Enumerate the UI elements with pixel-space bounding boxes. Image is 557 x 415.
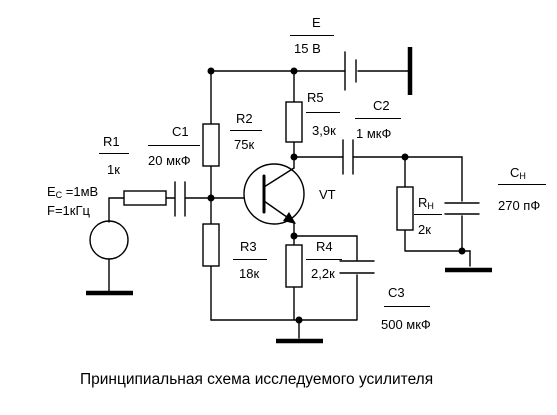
r5-value: 3,9к [312, 123, 336, 138]
r4-value: 2,2к [311, 266, 335, 281]
c2-underline [355, 118, 401, 119]
source-line1: EC =1мВ [47, 184, 99, 200]
r1-value: 1к [107, 162, 120, 177]
c2-name: C2 [373, 98, 390, 113]
r5-underline [306, 112, 340, 113]
cn-underline [498, 184, 546, 185]
junction-base [207, 194, 215, 202]
emitter-wire [210, 221, 358, 339]
input-wire [108, 197, 245, 223]
vt-label: VT [319, 187, 336, 202]
diagram-caption: Принципиальная схема исследуемого усилит… [80, 371, 434, 388]
junction-bottom [295, 316, 303, 324]
resistor-R2 [202, 123, 220, 167]
source-line2: F=1кГц [47, 203, 90, 218]
r5-name: R5 [307, 90, 324, 105]
junction-load [458, 247, 466, 255]
resistor-R5 [285, 101, 303, 143]
junction-top-collector [290, 67, 298, 75]
r4-name: R4 [316, 239, 333, 254]
c3-underline [384, 306, 430, 307]
c2-value: 1 мкФ [356, 126, 392, 141]
transistor-VT-body [243, 163, 305, 225]
junction-emitter [290, 232, 298, 240]
resistor-Rn [396, 186, 414, 231]
rn-value: 2к [418, 222, 431, 237]
r1-name: R1 [103, 134, 120, 149]
r2-value: 75к [234, 137, 255, 152]
r1-underline [99, 153, 129, 154]
transistor-collector-lead [263, 167, 295, 188]
c1-name: C1 [172, 124, 189, 139]
resistor-R3 [202, 223, 220, 267]
c3-value: 500 мкФ [381, 317, 431, 332]
cn-value: 270 пФ [498, 198, 541, 213]
c3-name: C3 [388, 285, 405, 300]
cn-name: CН [510, 165, 526, 181]
r3-underline [233, 259, 267, 260]
signal-source-circle [89, 220, 129, 260]
supply-underline [290, 35, 334, 36]
junction-top-left [207, 67, 215, 75]
rn-underline [414, 214, 442, 215]
r4-underline [306, 259, 342, 260]
resistor-R4 [285, 244, 303, 288]
c1-value: 20 мкФ [148, 153, 191, 168]
r2-underline [230, 130, 262, 131]
transistor-emitter-arrow [283, 212, 296, 224]
junction-output [401, 153, 409, 161]
supply-name: E [312, 15, 321, 30]
r3-value: 18к [239, 266, 260, 281]
supply-value: 15 В [294, 41, 321, 56]
junction-collector [290, 153, 298, 161]
r3-name: R3 [240, 239, 257, 254]
rn-name: RН [418, 195, 434, 211]
c1-underline [148, 145, 200, 146]
resistor-R1 [123, 190, 167, 206]
r2-name: R2 [236, 111, 253, 126]
